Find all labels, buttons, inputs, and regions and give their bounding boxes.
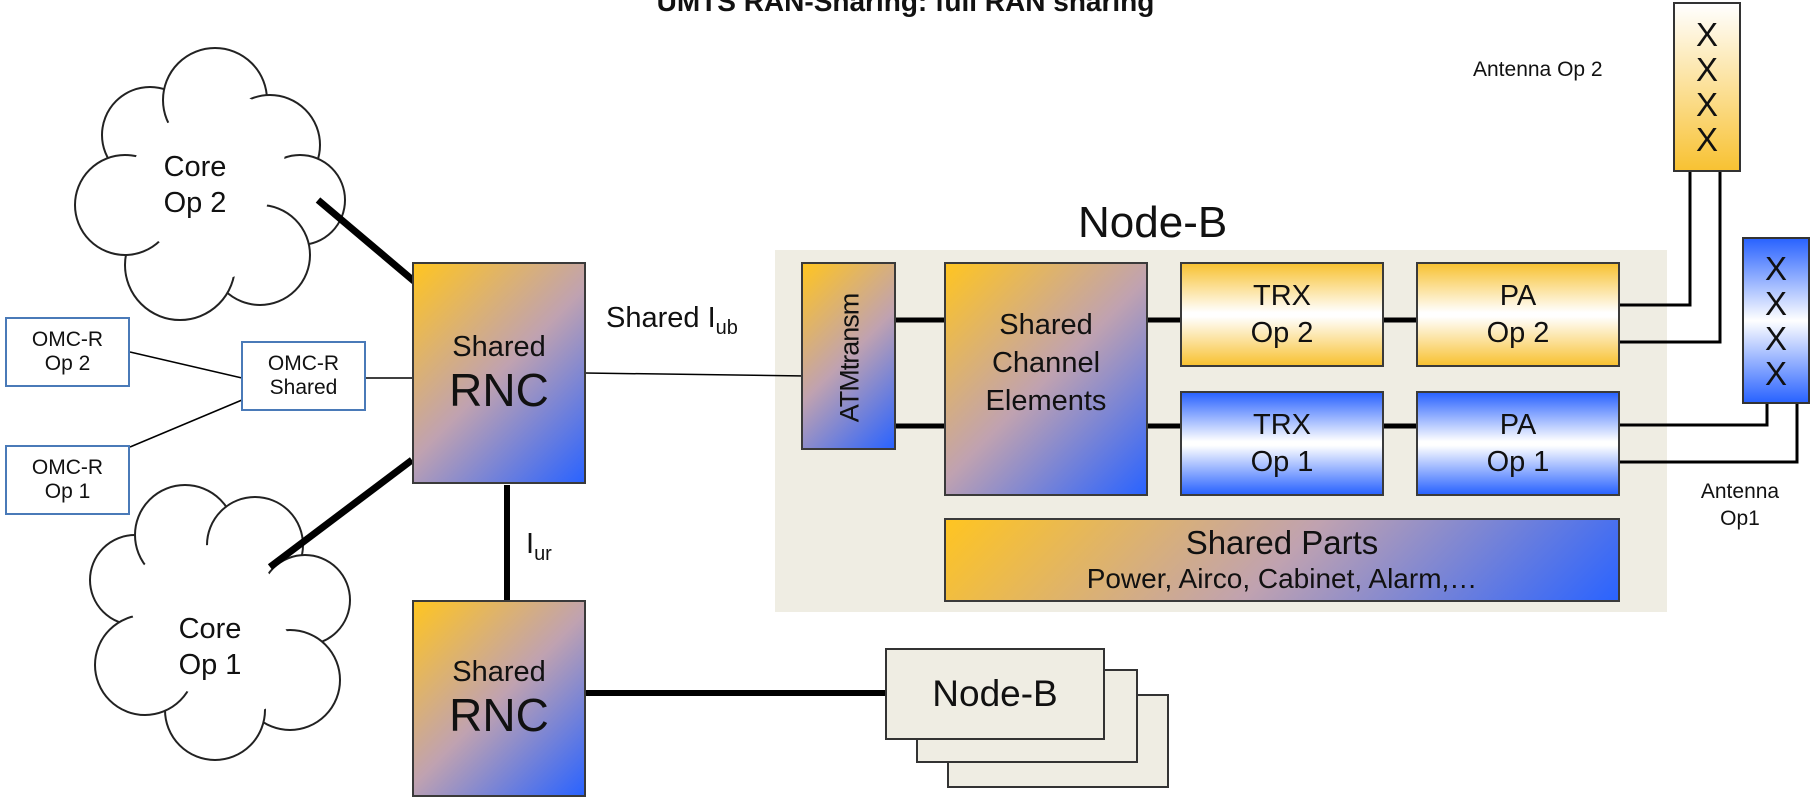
trx-op1-box[interactable]: TRX Op 1	[1180, 391, 1384, 496]
antenna-op1-x2: X	[1764, 284, 1787, 322]
omc-r-op1-box[interactable]: OMC-R Op 1	[5, 445, 130, 515]
shared-parts-title: Shared Parts	[1185, 524, 1379, 561]
antenna-op1-x1: X	[1764, 249, 1787, 287]
trx-op1-line1: TRX	[1253, 408, 1311, 441]
pa-op2-line2: Op 2	[1486, 316, 1550, 349]
core-op1-line1: Core	[178, 613, 242, 645]
cloud-core-op1-label: Core Op 1	[150, 607, 270, 687]
atm-transm-box[interactable]: ATMtransm	[801, 262, 896, 450]
node-b-stack-front[interactable]: Node-B	[885, 648, 1105, 740]
shared-rnc-bottom[interactable]: Shared RNC	[412, 600, 586, 797]
iur-label: Iur	[526, 528, 552, 566]
antenna-op1-label-line2: Op1	[1720, 507, 1760, 530]
trx-op1-line2: Op 1	[1250, 445, 1314, 478]
iur-label-text: I	[526, 528, 535, 560]
omc-op2-line1: OMC-R	[31, 328, 104, 351]
node-b-title: Node-B	[1078, 198, 1228, 247]
omc-r-op2-box[interactable]: OMC-R Op 2	[5, 317, 130, 387]
sce-line1: Shared	[999, 309, 1093, 341]
sce-line2: Channel	[991, 347, 1101, 379]
antenna-op2-x1: X	[1695, 16, 1718, 53]
omc-shared-line2: Shared	[269, 376, 338, 399]
omc-r-shared-box[interactable]: OMC-R Shared	[241, 341, 366, 411]
trx-op2-box[interactable]: TRX Op 2	[1180, 262, 1384, 367]
cloud-core-op2-label: Core Op 2	[135, 145, 255, 225]
pa-op2-line1: PA	[1499, 279, 1537, 312]
pa-op1-box[interactable]: PA Op 1	[1416, 391, 1620, 496]
omc-shared-line1: OMC-R	[267, 352, 340, 375]
trx-op2-line1: TRX	[1253, 279, 1311, 312]
shared-parts-box[interactable]: Shared Parts Power, Airco, Cabinet, Alar…	[944, 518, 1620, 602]
antenna-op1-label: Antenna Op1	[1680, 478, 1800, 532]
core-op1-line2: Op 1	[178, 649, 242, 681]
pa-op1-line2: Op 1	[1486, 445, 1550, 478]
iub-label-text: Shared I	[606, 302, 716, 334]
omc-op2-line2: Op 2	[44, 352, 91, 375]
antenna-op1-x4: X	[1764, 354, 1787, 392]
antenna-op2-x3: X	[1695, 86, 1718, 123]
cloud-core-op2	[74, 47, 346, 321]
node-b-stack-label: Node-B	[932, 673, 1058, 714]
sce-line3: Elements	[985, 385, 1107, 417]
antenna-op1-label-line1: Antenna	[1700, 480, 1780, 503]
rnc-bottom-line1: Shared	[452, 656, 546, 688]
core-op2-line1: Core	[163, 151, 227, 183]
omc-op1-line2: Op 1	[44, 480, 91, 503]
omc-op1-line1: OMC-R	[31, 456, 104, 479]
antenna-op1-x3: X	[1764, 319, 1787, 357]
trx-op2-line2: Op 2	[1250, 316, 1314, 349]
pa-op1-line1: PA	[1499, 408, 1537, 441]
diagram-title: UMTS RAN-Sharing: full RAN sharing	[656, 0, 1155, 17]
antenna-op2-x2: X	[1695, 51, 1718, 88]
antenna-op1[interactable]: X X X X	[1742, 237, 1810, 404]
pa-op2-box[interactable]: PA Op 2	[1416, 262, 1620, 367]
cloud-core-op1	[89, 484, 351, 761]
rnc-top-line2: RNC	[449, 363, 549, 416]
shared-parts-items: Power, Airco, Cabinet, Alarm,…	[1086, 563, 1478, 594]
iub-subscript: ub	[715, 316, 738, 339]
shared-channel-elements[interactable]: Shared Channel Elements	[944, 262, 1148, 496]
antenna-op2-label: Antenna Op 2	[1473, 58, 1603, 81]
antenna-op2[interactable]: X X X X	[1673, 2, 1741, 172]
atm-transm-label: ATMtransm	[834, 293, 865, 423]
iur-subscript: ur	[534, 542, 552, 565]
shared-rnc-top[interactable]: Shared RNC	[412, 262, 586, 484]
iub-label: Shared Iub	[606, 302, 738, 340]
rnc-top-line1: Shared	[452, 330, 546, 363]
core-op2-line2: Op 2	[163, 187, 227, 219]
rnc-bottom-line2: RNC	[449, 689, 549, 741]
antenna-op2-x4: X	[1695, 121, 1718, 158]
